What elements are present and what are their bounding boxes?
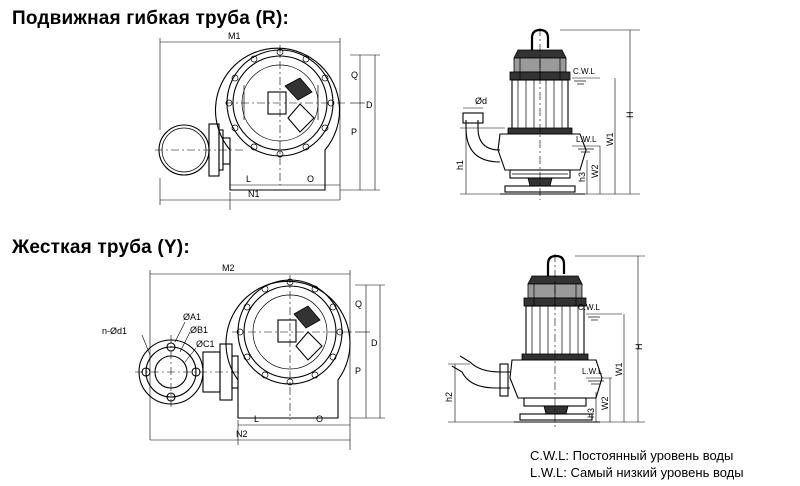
dim-h1: h1 — [455, 160, 465, 170]
dim-b1: ØB1 — [190, 325, 208, 335]
lwl-marker: L.W.L — [576, 135, 597, 144]
dim-n2: N2 — [236, 429, 248, 439]
dim-h3: h3 — [586, 408, 596, 418]
dim-w1: W1 — [614, 363, 624, 377]
dim-h2: h2 — [444, 392, 454, 402]
flexible-pipe-title: Подвижная гибкая труба (R): — [12, 8, 289, 29]
dim-q: Q — [355, 299, 362, 309]
dim-d: D — [371, 338, 378, 348]
plan-view-flexible: M1 Q D — [155, 31, 380, 210]
dim-c1: ØC1 — [196, 339, 215, 349]
dim-w2: W2 — [590, 165, 600, 179]
dim-n1: N1 — [248, 189, 260, 199]
dim-w2: W2 — [600, 397, 610, 411]
dim-d: D — [366, 100, 373, 110]
dim-o: O — [307, 174, 314, 184]
dim-l: L — [246, 174, 251, 184]
dim-m1: M1 — [228, 31, 241, 41]
dim-phi-d: Ød — [475, 96, 487, 106]
lwl-marker: L.W.L — [582, 367, 603, 376]
plan-view-rigid: M2 n-Ø — [102, 263, 385, 450]
dim-h: H — [625, 112, 635, 119]
dim-n-d1: n-Ød1 — [102, 326, 127, 336]
dim-l: L — [254, 414, 259, 424]
dim-a1: ØA1 — [183, 312, 201, 322]
cwl-marker: C.W.L — [578, 303, 600, 312]
dim-h3: h3 — [577, 172, 587, 182]
side-view-rigid: C.W.L L.W.L H W1 W2 h3 h2 — [444, 254, 645, 428]
dim-p: P — [351, 127, 357, 137]
legend-cwl: C.W.L: Постоянный уровень воды — [530, 448, 734, 463]
legend-lwl: L.W.L: Самый низкий уровень воды — [530, 465, 744, 480]
rigid-pipe-title: Жесткая труба (Y): — [12, 237, 190, 258]
dim-q: Q — [351, 70, 358, 80]
cwl-marker: C.W.L — [573, 67, 595, 76]
dim-w1: W1 — [605, 133, 615, 147]
dim-h: H — [634, 344, 644, 351]
side-view-flexible: Ød C.W.L L.W.L H W1 W2 h3 h1 — [455, 28, 640, 200]
dim-m2: M2 — [222, 263, 235, 273]
dim-p: P — [355, 366, 361, 376]
dim-o: O — [316, 414, 323, 424]
